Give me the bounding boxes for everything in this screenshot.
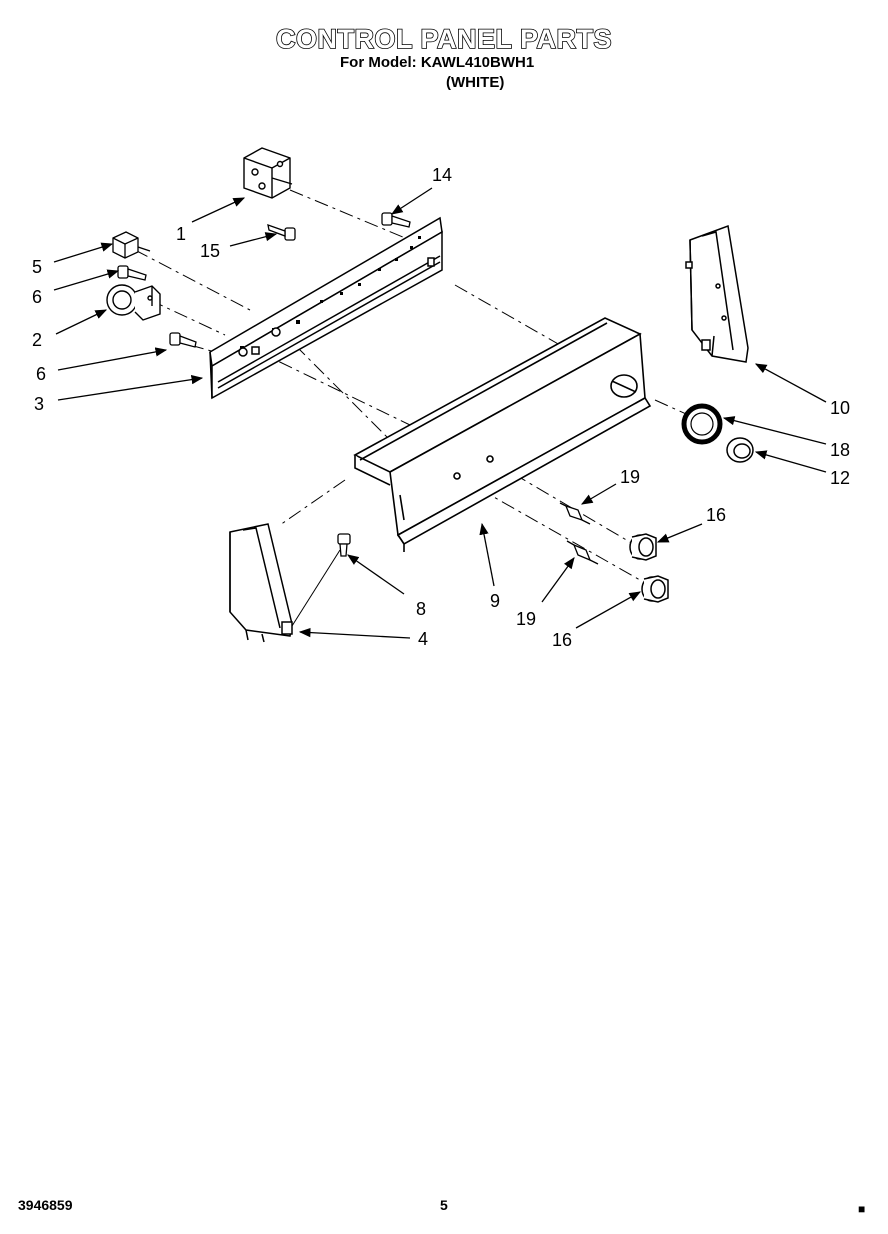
callout-16-upper: 16 [706,505,726,525]
callout-6-upper: 6 [32,287,42,307]
callout-19-lower: 19 [516,609,536,629]
corner-mark: ■ [858,1202,866,1216]
callout-15: 15 [200,241,220,261]
callout-8: 8 [416,599,426,619]
part-knob-16-upper [629,533,657,561]
part-screw-6-upper [117,265,147,281]
part-bracket-block [243,147,293,199]
part-bezel-ring [681,403,723,445]
part-screw-6-lower [169,332,197,348]
callout-16-lower: 16 [552,630,572,650]
callout-19-upper: 19 [620,467,640,487]
callout-9: 9 [490,591,500,611]
callout-12: 12 [830,468,850,488]
part-screw-14 [381,212,411,228]
callout-10: 10 [830,398,850,418]
callout-4: 4 [418,629,428,649]
part-console [353,317,652,552]
page-title: CONTROL PANEL PARTS [275,23,613,55]
part-button [726,437,754,463]
callout-3: 3 [34,394,44,414]
callout-6-lower: 6 [36,364,46,384]
model-subtitle: For Model: KAWL410BWH1 [340,54,535,71]
part-switch [112,231,151,259]
part-screw-8 [337,533,351,557]
part-screw-15 [267,224,296,241]
part-pressure-switch [106,284,161,321]
callout-1: 1 [176,224,186,244]
document-number: 3946859 [18,1197,73,1213]
callout-5: 5 [32,257,42,277]
part-rear-bracket [209,216,443,400]
callout-14: 14 [432,165,452,185]
part-clip-19-lower [566,540,599,565]
page-number: 5 [440,1197,448,1213]
color-note: (WHITE) [446,74,505,91]
part-knob-16-lower [641,575,669,603]
callout-labels: 14 1 15 5 6 2 6 3 10 18 12 19 16 8 9 19 … [32,165,850,650]
part-left-end-cap [229,523,341,643]
callout-18: 18 [830,440,850,460]
callout-2: 2 [32,330,42,350]
part-clip-19-upper [559,502,591,525]
callout-leaders [53,187,827,639]
part-right-end-cap [685,224,749,363]
